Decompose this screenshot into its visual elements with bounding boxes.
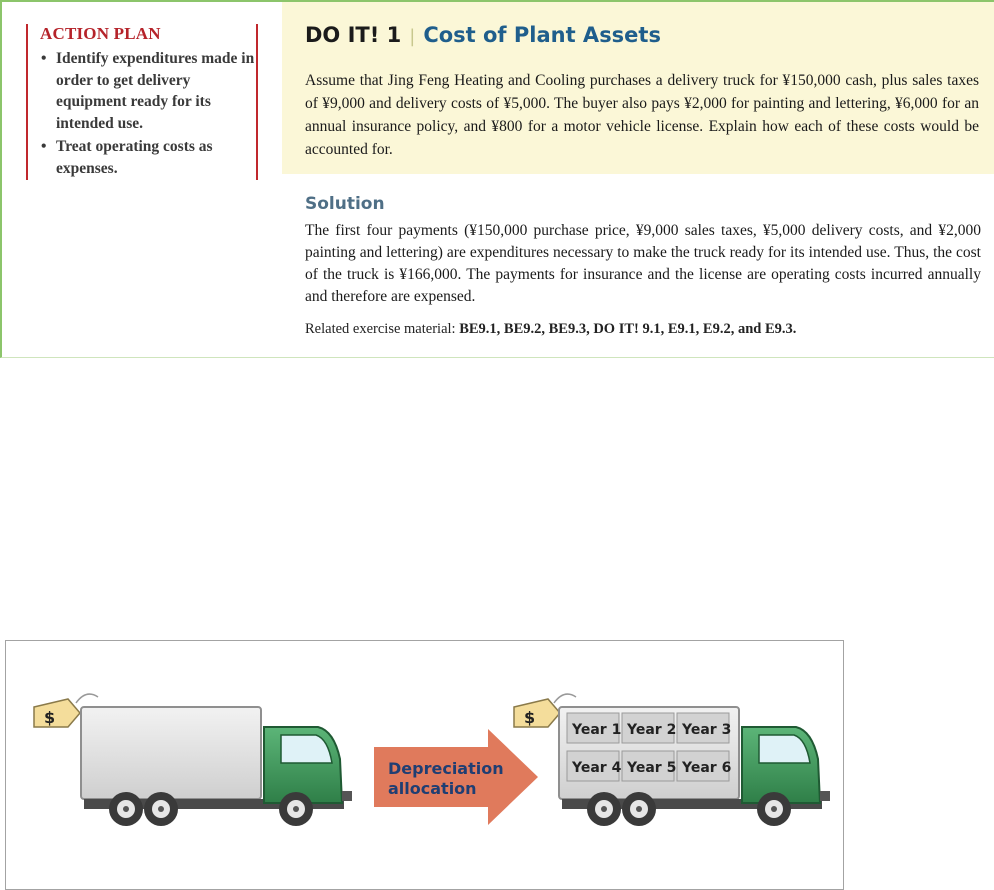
action-plan-title: ACTION PLAN	[40, 24, 161, 43]
year-cell-label: Year 5	[626, 760, 676, 776]
truck-left-illustration: $	[33, 693, 352, 826]
action-plan-sidebar: ACTION PLAN • Identify expenditures made…	[26, 24, 258, 180]
year-cell-label: Year 3	[681, 722, 731, 738]
year-grid: Year 1 Year 2 Year 3 Year 4 Year 5 Year …	[566, 712, 731, 782]
wheel	[622, 792, 656, 826]
doit-box: ACTION PLAN • Identify expenditures made…	[0, 0, 994, 358]
depreciation-arrow: Depreciation allocation	[374, 729, 538, 825]
wheel	[109, 792, 143, 826]
wheel	[587, 792, 621, 826]
related-refs: BE9.1, BE9.2, BE9.3, DO IT! 9.1, E9.1, E…	[459, 321, 797, 337]
cargo-box	[80, 706, 262, 800]
price-tag-icon: $	[513, 693, 577, 728]
solution-section: Solution The first four payments (¥150,0…	[305, 192, 981, 338]
solution-heading: Solution	[305, 194, 385, 214]
related-prefix: Related exercise material:	[305, 321, 456, 337]
wheel	[279, 792, 313, 826]
bullet-icon: •	[41, 138, 47, 155]
action-plan-item-text: Identify expenditures made in order to g…	[56, 50, 255, 132]
wheel	[757, 792, 791, 826]
price-tag-symbol: $	[524, 708, 535, 727]
truck-right-illustration: $ Year 1 Year 2 Year 3 Year 4 Year 5 Yea…	[513, 693, 830, 826]
year-cell-label: Year 4	[571, 760, 622, 776]
arrow-label-line1: Depreciation	[388, 759, 504, 778]
question-panel: DO IT! 1 | Cost of Plant Assets Assume tha…	[282, 2, 994, 174]
price-tag-symbol: $	[44, 708, 55, 727]
depreciation-illustration: $ Depreciation allocation	[33, 693, 830, 826]
doit-topic: Cost of Plant Assets	[423, 23, 661, 47]
year-cell-label: Year 6	[681, 760, 731, 776]
related-material: Related exercise material: BE9.1, BE9.2,…	[305, 321, 981, 338]
doit-label: DO IT! 1	[305, 23, 402, 47]
action-plan-list: • Identify expenditures made in order to…	[40, 48, 256, 179]
year-cell-label: Year 1	[571, 722, 621, 738]
action-plan-item-text: Treat operating costs as expenses.	[56, 138, 213, 177]
doit-heading: DO IT! 1 | Cost of Plant Assets	[305, 21, 661, 51]
depreciation-figure: $ Depreciation allocation	[5, 640, 844, 890]
arrow-label-line2: allocation	[388, 779, 477, 798]
bullet-icon: •	[41, 50, 47, 67]
question-text: Assume that Jing Feng Heating and Coolin…	[305, 72, 979, 158]
wheel	[144, 792, 178, 826]
action-plan-item: • Treat operating costs as expenses.	[40, 136, 256, 179]
solution-text: The first four payments (¥150,000 purcha…	[305, 222, 981, 305]
year-cell-label: Year 2	[626, 722, 676, 738]
heading-separator: |	[409, 26, 416, 47]
price-tag-icon: $	[33, 693, 99, 728]
action-plan-item: • Identify expenditures made in order to…	[40, 48, 256, 134]
